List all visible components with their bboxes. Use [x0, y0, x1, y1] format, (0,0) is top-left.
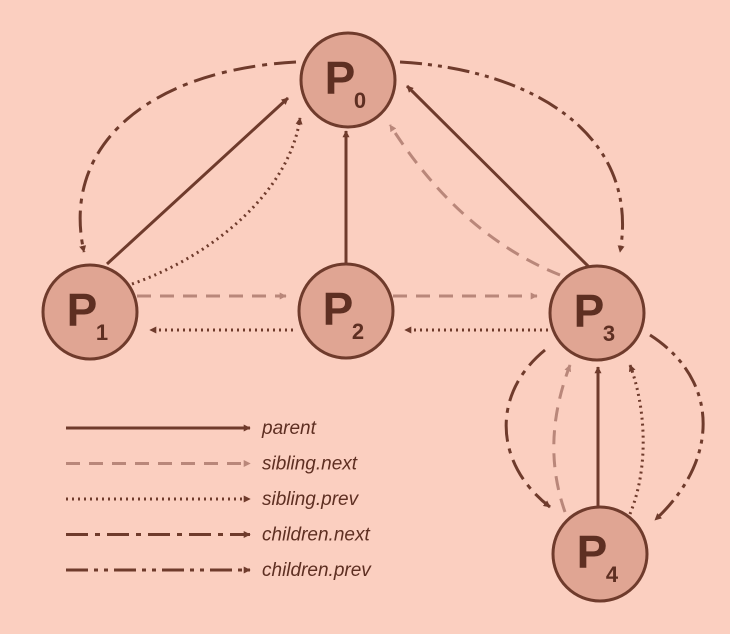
edge-p3-p0-sibling-next: [388, 124, 561, 277]
edge-p0-p3-children-prev: [399, 60, 625, 253]
node-p1: P1: [41, 263, 139, 361]
legend-item-sibling-prev: sibling.prev: [66, 489, 360, 510]
node-p0: P0: [299, 31, 397, 129]
node-circle: [548, 264, 646, 362]
edges-layer: [78, 60, 705, 522]
node-subscript: 4: [606, 562, 619, 587]
legend-label: parent: [261, 418, 317, 439]
node-subscript: 0: [354, 88, 366, 113]
edge-p3-p4-children-next: [504, 348, 551, 509]
node-p3: P3: [548, 264, 646, 362]
node-circle: [299, 31, 397, 129]
legend-item-children-next: children.next: [66, 525, 370, 546]
node-p2: P2: [297, 262, 395, 360]
edge-p1-p0-sibling-prev: [131, 117, 303, 286]
legend-label: children.prev: [262, 560, 372, 581]
node-circle: [551, 505, 649, 603]
node-circle: [41, 263, 139, 361]
node-label: P: [574, 285, 605, 337]
edge-p3-p0-parent: [405, 84, 592, 270]
node-label: P: [325, 52, 356, 104]
node-subscript: 3: [603, 321, 615, 346]
edge-p1-p0-parent: [105, 96, 290, 266]
node-label: P: [67, 284, 98, 336]
legend-label: sibling.prev: [262, 489, 360, 510]
node-subscript: 1: [96, 320, 108, 345]
legend-item-sibling-next: sibling.next: [66, 454, 358, 475]
node-subscript: 2: [352, 319, 364, 344]
node-label: P: [323, 283, 354, 335]
legend-item-parent: parent: [66, 418, 317, 439]
node-circle: [297, 262, 395, 360]
edge-p3-p4-children-prev: [649, 333, 705, 522]
legend-item-children-prev: children.prev: [66, 560, 372, 581]
edge-p4-p3-sibling-next: [552, 364, 572, 513]
edge-p0-p1-children-next: [78, 60, 297, 253]
legend-label: children.next: [262, 525, 370, 546]
legend-label: sibling.next: [262, 454, 358, 475]
legend: parent sibling.next sibling.prev children.n…: [66, 418, 372, 581]
edge-p4-p3-sibling-prev: [628, 364, 645, 515]
node-p4: P4: [551, 505, 649, 603]
node-label: P: [577, 526, 608, 578]
